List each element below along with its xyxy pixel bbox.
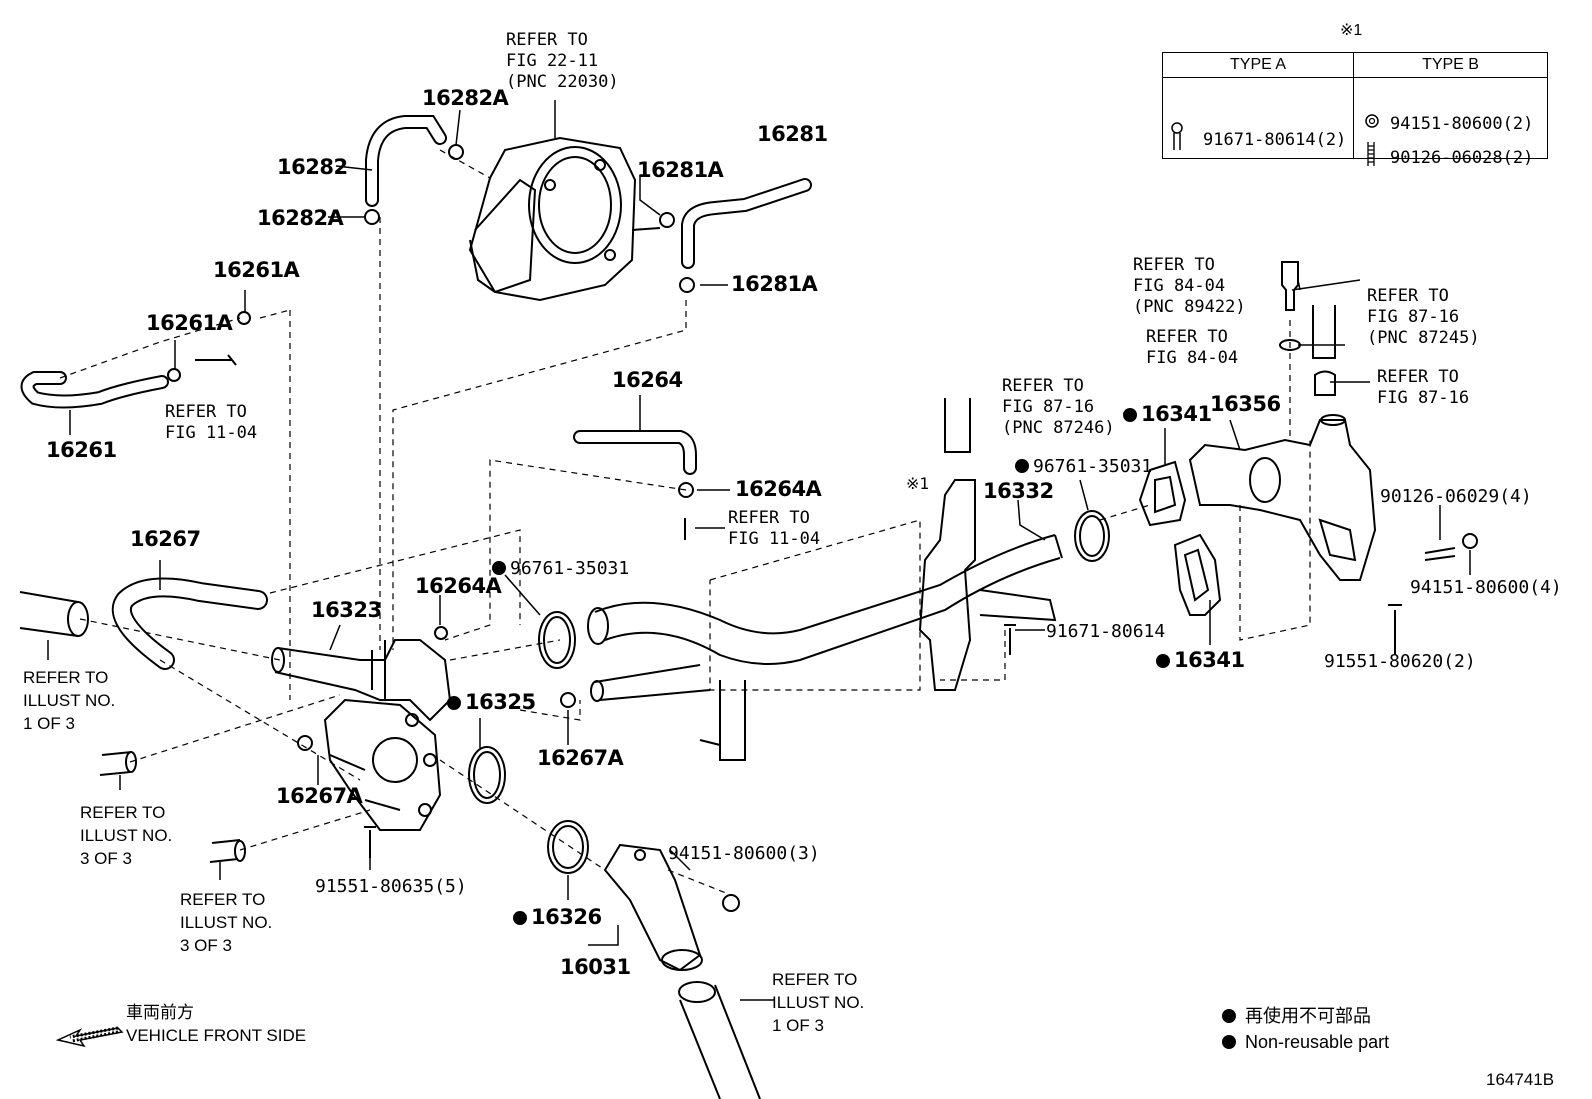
- gasket-96761-right: [1074, 510, 1110, 562]
- type-table-note-mark: ※1: [1340, 22, 1363, 39]
- front-arrow-icon: [55, 1026, 124, 1048]
- throttle-body: [468, 136, 661, 302]
- water-outlet-16323: [271, 639, 452, 722]
- thermostat-16031: [603, 843, 703, 972]
- legend-nonreusable-jp: 再使用不可部品: [1222, 1005, 1371, 1028]
- non-reusable-dot-icon: [1222, 1009, 1236, 1023]
- label-16281: 16281: [757, 122, 828, 146]
- label-94151-80600-4: 94151-80600(4): [1410, 577, 1562, 598]
- ref-fig-87-16-mid: REFER TO FIG 87-16 (PNC 87246): [1002, 376, 1115, 438]
- stud-bolt-icon: [1367, 142, 1375, 166]
- type-a-part: 91671-80614(2): [1203, 130, 1347, 150]
- type-b-cell: 94151-80600(2) 90126-06028(2): [1353, 77, 1548, 168]
- label-16281A-bottom: 16281A: [731, 272, 818, 296]
- label-16267A-left: 16267A: [276, 784, 363, 808]
- water-outlet-16356: [1188, 414, 1377, 581]
- non-reusable-dot-icon: [1156, 654, 1170, 668]
- non-reusable-dot-icon: [1015, 459, 1029, 473]
- label-16264: 16264: [612, 368, 683, 392]
- gasket-16326: [547, 820, 589, 874]
- nut-icon: [1365, 114, 1379, 128]
- non-reusable-dot-icon: [492, 561, 506, 575]
- water-pipe-16332: [587, 479, 1063, 761]
- non-reusable-dot-icon: [1222, 1035, 1236, 1049]
- water-inlet-housing: [323, 698, 442, 831]
- vehicle-front-en: VEHICLE FRONT SIDE: [126, 1026, 307, 1045]
- label-96761-35031-right: 96761-35031: [1015, 456, 1152, 477]
- type-b-part-2: 90126-06028(2): [1390, 148, 1534, 168]
- ref-fig-87-16-bottom: REFER TO FIG 87-16: [1377, 367, 1470, 408]
- type-b-part-1: 94151-80600(2): [1390, 114, 1534, 134]
- gasket-16325: [468, 746, 506, 804]
- ref-throttle-body: REFER TO FIG 22-11 (PNC 22030): [506, 30, 619, 92]
- non-reusable-dot-icon: [1123, 408, 1137, 422]
- gasket-96761-left: [538, 611, 576, 669]
- label-16332: 16332: [983, 479, 1054, 503]
- type-a-header: TYPE A: [1161, 52, 1355, 78]
- ref-illust-3-of-3-a: REFER TO ILLUST NO. 3 OF 3: [80, 803, 173, 868]
- label-16326: 16326: [513, 907, 602, 928]
- temp-sensor: [1281, 261, 1299, 311]
- label-96761-35031-left: 96761-35031: [492, 558, 629, 579]
- ref-fig-84-04-top: REFER TO FIG 84-04 (PNC 89422): [1133, 255, 1246, 317]
- label-90126-06029: 90126-06029(4): [1380, 486, 1532, 507]
- vehicle-front-jp: 車両前方: [126, 1003, 194, 1022]
- bolt-icon: [1171, 122, 1183, 150]
- label-16267A-mid: 16267A: [537, 746, 624, 770]
- label-91551-80635: 91551-80635(5): [315, 876, 467, 897]
- label-16325: 16325: [447, 692, 536, 713]
- label-94151-80600-3: 94151-80600(3): [668, 843, 820, 864]
- label-16264A-left: 16264A: [415, 574, 502, 598]
- non-reusable-dot-icon: [447, 696, 461, 710]
- label-91671-80614: 91671-80614: [1046, 621, 1166, 642]
- ref-illust-1-of-3-left: REFER TO ILLUST NO. 1 OF 3: [23, 668, 116, 733]
- note-mark-x1: ※1: [906, 474, 930, 493]
- label-16282A-top: 16282A: [422, 86, 509, 110]
- label-91551-80620: 91551-80620(2): [1324, 651, 1476, 672]
- label-16264A-right: 16264A: [735, 477, 822, 501]
- label-16281A-top: 16281A: [637, 158, 724, 182]
- gasket-16341-bottom: [1173, 533, 1222, 616]
- hose-16281: [681, 178, 812, 269]
- figure-id: 164741B: [1486, 1070, 1555, 1089]
- ref-illust-1-of-3-bottom: REFER TO ILLUST NO. 1 OF 3: [772, 970, 865, 1035]
- label-16261A-top: 16261A: [213, 258, 300, 282]
- label-16323: 16323: [311, 598, 382, 622]
- legend-nonreusable-en: Non-reusable part: [1222, 1031, 1389, 1054]
- ref-fig-11-04-left: REFER TO FIG 11-04: [165, 402, 258, 443]
- type-a-cell: 91671-80614(2): [1161, 77, 1355, 159]
- ref-illust-3-of-3-b: REFER TO ILLUST NO. 3 OF 3: [180, 890, 273, 955]
- label-16341-top: 16341: [1123, 404, 1212, 425]
- gasket-16341-top: [1138, 460, 1187, 527]
- non-reusable-dot-icon: [513, 911, 527, 925]
- ref-fig-87-16-top: REFER TO FIG 87-16 (PNC 87245): [1367, 286, 1480, 348]
- label-16267: 16267: [130, 527, 201, 551]
- label-16282: 16282: [277, 155, 348, 179]
- ref-fig-84-04-bottom: REFER TO FIG 84-04: [1146, 327, 1239, 368]
- type-b-header: TYPE B: [1353, 52, 1548, 78]
- type-table: TYPE A TYPE B 91671-80614(2) 94151-80600…: [1161, 52, 1548, 168]
- label-16261A-bottom: 16261A: [146, 311, 233, 335]
- label-16031: 16031: [560, 955, 631, 979]
- label-16261: 16261: [46, 438, 117, 462]
- label-16356: 16356: [1210, 392, 1281, 416]
- label-16282A-bottom: 16282A: [257, 206, 344, 230]
- ref-fig-11-04-mid: REFER TO FIG 11-04: [728, 508, 821, 549]
- label-16341-bottom: 16341: [1156, 650, 1245, 671]
